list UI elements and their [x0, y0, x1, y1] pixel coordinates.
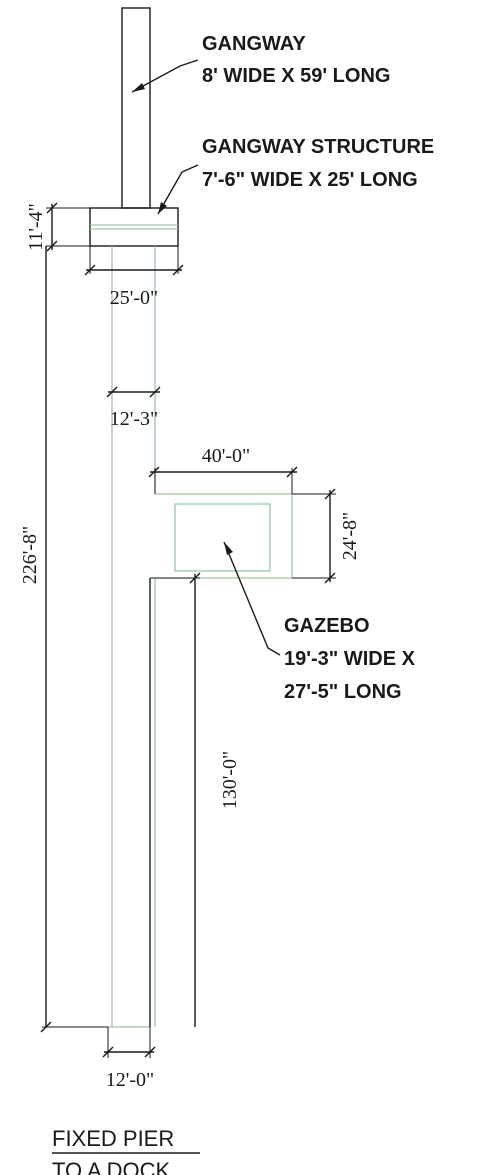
gangway-leader: [131, 59, 199, 93]
dim-platform-depth-text: 24'-8": [339, 512, 361, 560]
dim-lower-walkway-length: [150, 572, 201, 1027]
dim-upper-walkway-width: [106, 386, 161, 398]
structure-leader: [157, 164, 199, 215]
dim-lower-walkway-width: [102, 1027, 156, 1058]
upper-walkway: [111, 246, 156, 1027]
gazebo-label: GAZEBO: [284, 615, 370, 637]
gazebo-width-label: 19'-3" WIDE X: [284, 648, 416, 670]
drawing-title-line1: FIXED PIER: [52, 1126, 174, 1151]
dim-total-length-text: 226'-8": [19, 526, 41, 584]
gazebo-leader: [223, 541, 281, 656]
dim-platform-depth: [292, 488, 336, 584]
dim-structure-height: [46, 202, 90, 252]
gangway-label: GANGWAY: [202, 33, 306, 55]
gangway-structure: [89, 207, 179, 247]
dim-upper-walkway-width-text: 12'-3": [110, 408, 158, 430]
gazebo-outline: [174, 503, 271, 572]
dim-lower-walkway-length-text: 130'-0": [219, 751, 241, 809]
dim-total-length: [40, 246, 108, 1033]
dim-lower-walkway-width-text: 12'-0": [106, 1069, 154, 1091]
structure-size-label: 7'-6" WIDE X 25' LONG: [202, 169, 418, 191]
gangway-size-label: 8' WIDE X 59' LONG: [202, 65, 390, 87]
dim-platform-length-text: 40'-0": [202, 445, 250, 467]
dim-structure-width-text: 25'-0": [110, 287, 158, 309]
drawing-title-line2: TO A DOCK: [52, 1158, 171, 1175]
gangway-ramp: [121, 7, 151, 209]
dim-structure-height-text: 11'-4": [25, 203, 47, 251]
structure-label: GANGWAY STRUCTURE: [202, 136, 434, 158]
gazebo-length-label: 27'-5" LONG: [284, 681, 402, 703]
dim-platform-length: [148, 466, 298, 494]
dim-structure-width: [84, 246, 184, 276]
